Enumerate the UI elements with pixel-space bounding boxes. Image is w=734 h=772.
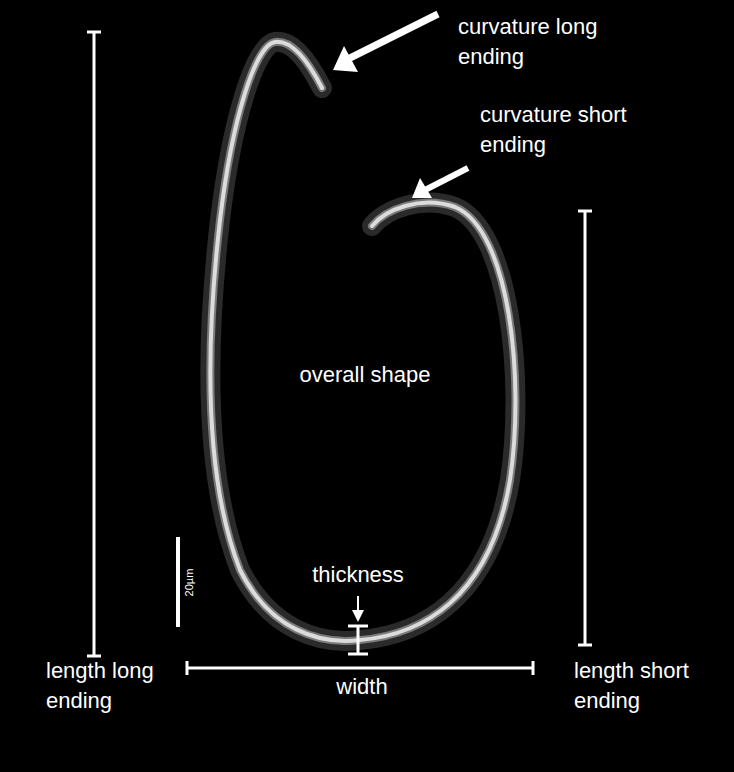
pointer-arrows [333, 14, 468, 622]
callout-label: length long ending [46, 656, 171, 716]
callout-label: length short ending [574, 656, 709, 716]
hook-shape [210, 42, 515, 641]
callout-label: width [336, 672, 387, 702]
callout-label: overall shape [300, 360, 431, 390]
callout-label: curvature long ending [458, 12, 598, 72]
dimension-bars [87, 32, 592, 675]
scale-bar-label: 20µm [184, 568, 197, 596]
callout-label: thickness [312, 560, 404, 590]
callout-label: curvature short ending [480, 100, 630, 160]
